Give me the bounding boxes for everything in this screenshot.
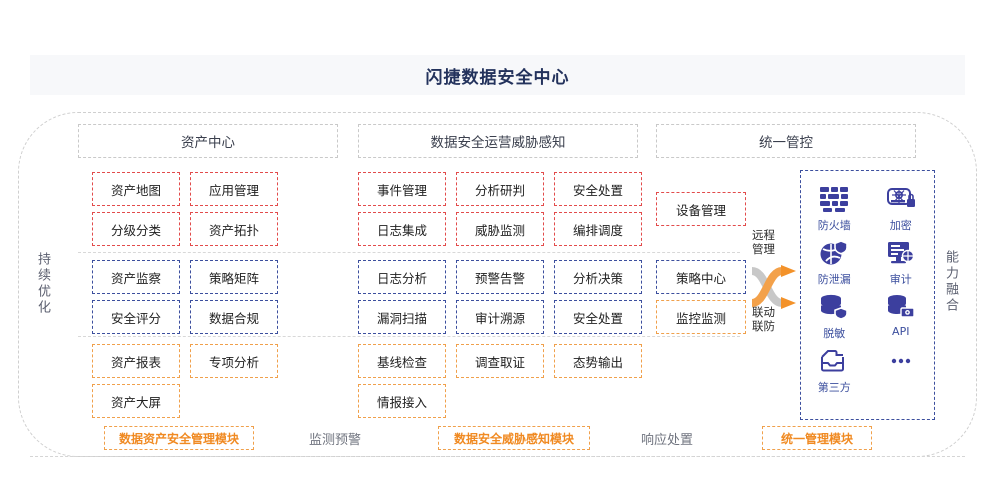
capability-encryption[interactable]: 加密 xyxy=(868,183,935,233)
connector-bot-line1: 联动 xyxy=(752,305,775,319)
third-party-icon xyxy=(817,345,851,377)
cell-baseline-check[interactable]: 基线检查 xyxy=(358,344,446,378)
capability-more[interactable] xyxy=(868,345,935,395)
cell-special-analysis[interactable]: 专项分析 xyxy=(190,344,278,378)
legend-chip-unified-module[interactable]: 统一管理模块 xyxy=(762,426,872,450)
cell-policy-matrix[interactable]: 策略矩阵 xyxy=(190,260,278,294)
capability-masking[interactable]: 脱敏 xyxy=(801,291,868,341)
cell-vulnerability-scan[interactable]: 漏洞扫描 xyxy=(358,300,446,334)
divider-tier-2 xyxy=(78,336,740,337)
cell-security-handling[interactable]: 安全处置 xyxy=(554,172,642,206)
cell-early-warning[interactable]: 预警告警 xyxy=(456,260,544,294)
leak-prevention-icon xyxy=(817,237,851,269)
cell-classification[interactable]: 分级分类 xyxy=(92,212,180,246)
cell-analysis-judgement[interactable]: 分析研判 xyxy=(456,172,544,206)
page-title: 闪捷数据安全中心 xyxy=(425,67,570,88)
capability-label: 第三方 xyxy=(817,381,851,394)
cell-log-integration[interactable]: 日志集成 xyxy=(358,212,446,246)
left-vertical-label: 持续优化 xyxy=(34,252,50,316)
cell-intelligence-intake[interactable]: 情报接入 xyxy=(358,384,446,418)
capability-label: 脱敏 xyxy=(823,327,846,340)
capability-label: API xyxy=(892,325,910,338)
connector-bot-line2: 联防 xyxy=(752,319,775,334)
capability-third-party[interactable]: 第三方 xyxy=(801,345,868,395)
connector-label-linkage-defense: 联动联防 xyxy=(752,305,798,334)
legend-chip-asset-module[interactable]: 数据资产安全管理模块 xyxy=(104,426,254,450)
crossing-arrows-icon xyxy=(750,265,804,309)
cell-situation-output[interactable]: 态势输出 xyxy=(554,344,642,378)
capability-api[interactable]: API xyxy=(868,291,935,341)
cell-monitoring[interactable]: 监控监测 xyxy=(656,300,746,334)
capability-panel: 防火墙 加密 xyxy=(800,170,935,420)
cell-analysis-decision[interactable]: 分析决策 xyxy=(554,260,642,294)
cell-audit-tracing[interactable]: 审计溯源 xyxy=(456,300,544,334)
cell-investigation[interactable]: 调查取证 xyxy=(456,344,544,378)
ellipsis-icon xyxy=(884,345,918,377)
legend-text-monitoring: 监测预警 xyxy=(308,432,361,448)
cell-security-score[interactable]: 安全评分 xyxy=(92,300,180,334)
firewall-icon xyxy=(817,183,851,215)
capability-firewall[interactable]: 防火墙 xyxy=(801,183,868,233)
column-header-threat-awareness[interactable]: 数据安全运营威胁感知 xyxy=(358,124,638,158)
legend-chip-threat-module[interactable]: 数据安全威胁感知模块 xyxy=(438,426,590,450)
divider-bottom xyxy=(30,456,965,457)
connector-top-line2: 管理 xyxy=(752,242,775,257)
capability-leak-prevention[interactable]: 防泄漏 xyxy=(801,237,868,287)
legend-text-response: 响应处置 xyxy=(640,432,693,448)
cell-orchestration[interactable]: 编排调度 xyxy=(554,212,642,246)
divider-tier-1 xyxy=(78,252,740,253)
cell-threat-monitoring[interactable]: 威胁监测 xyxy=(456,212,544,246)
column-header-asset-center[interactable]: 资产中心 xyxy=(78,124,338,158)
cell-incident-management[interactable]: 事件管理 xyxy=(358,172,446,206)
audit-icon xyxy=(884,237,918,269)
right-vertical-label: 能力融合 xyxy=(942,250,958,314)
cell-security-disposal[interactable]: 安全处置 xyxy=(554,300,642,334)
masking-icon xyxy=(817,291,851,323)
capability-audit[interactable]: 审计 xyxy=(868,237,935,287)
cell-data-compliance[interactable]: 数据合规 xyxy=(190,300,278,334)
cell-asset-monitor[interactable]: 资产监察 xyxy=(92,260,180,294)
cell-asset-map[interactable]: 资产地图 xyxy=(92,172,180,206)
cell-policy-center[interactable]: 策略中心 xyxy=(656,260,746,294)
capability-label: 防火墙 xyxy=(817,219,851,232)
capability-grid: 防火墙 加密 xyxy=(801,183,934,395)
connector-top-line1: 远程 xyxy=(752,228,775,242)
cell-asset-dashboard[interactable]: 资产大屏 xyxy=(92,384,180,418)
cell-asset-report[interactable]: 资产报表 xyxy=(92,344,180,378)
cell-asset-topology[interactable]: 资产拓扑 xyxy=(190,212,278,246)
column-header-unified-control[interactable]: 统一管控 xyxy=(656,124,916,158)
capability-label: 防泄漏 xyxy=(817,273,851,286)
capability-label: 审计 xyxy=(889,273,912,286)
cell-device-management[interactable]: 设备管理 xyxy=(656,192,746,226)
encryption-icon xyxy=(884,183,918,215)
cell-log-analysis[interactable]: 日志分析 xyxy=(358,260,446,294)
page-title-bar: 闪捷数据安全中心 xyxy=(30,55,965,95)
api-icon xyxy=(884,291,918,323)
cell-app-management[interactable]: 应用管理 xyxy=(190,172,278,206)
capability-label: 加密 xyxy=(889,219,912,232)
connector-label-remote-management: 远程管理 xyxy=(752,228,798,257)
